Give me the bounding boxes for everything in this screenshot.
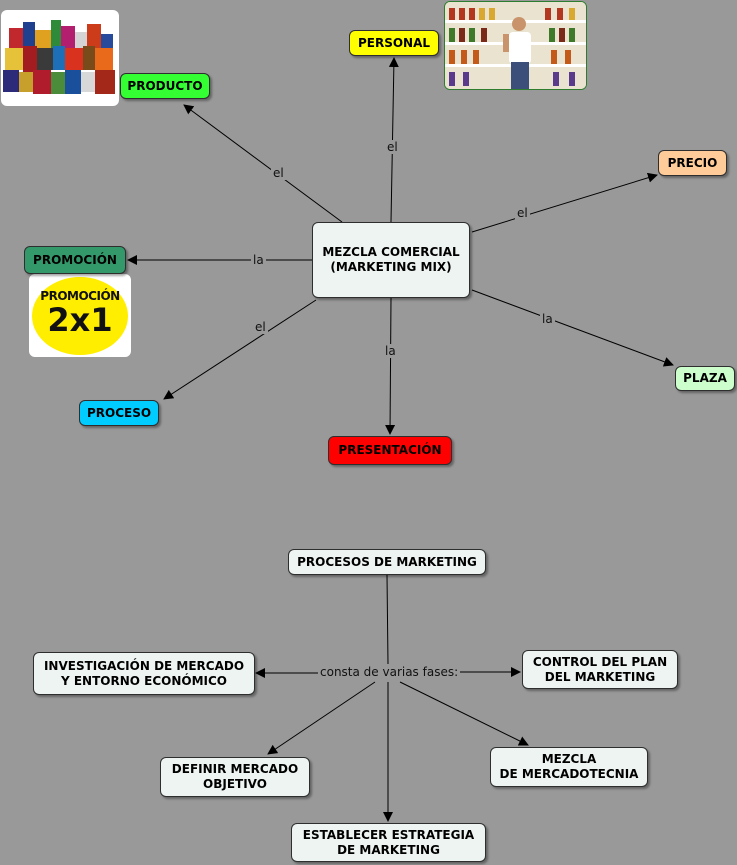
node-control-plan[interactable]: CONTROL DEL PLAN DEL MARKETING: [522, 650, 678, 689]
node-precio[interactable]: PRECIO: [658, 150, 727, 176]
promo-badge-line2: 2x1: [47, 301, 113, 339]
edge-plaza: [471, 289, 674, 367]
link-label-precio: el: [515, 206, 530, 220]
link-label-presentacion: la: [383, 344, 398, 358]
node-investigacion-mercado[interactable]: INVESTIGACIÓN DE MERCADO Y ENTORNO ECONÓ…: [33, 652, 255, 695]
node-establecer-estrategia[interactable]: ESTABLECER ESTRATEGIA DE MARKETING: [291, 823, 486, 862]
node-proceso[interactable]: PROCESO: [79, 400, 159, 426]
product-collage-image: [1, 10, 119, 106]
link-label-personal: el: [385, 140, 400, 154]
edge-definir: [267, 681, 376, 755]
node-mezcla-comercial[interactable]: MEZCLA COMERCIAL (MARKETING MIX): [312, 222, 470, 298]
link-label-procesos: consta de varias fases:: [318, 665, 461, 679]
supermarket-shelf-image: [444, 1, 587, 90]
link-label-producto: el: [271, 166, 286, 180]
node-producto[interactable]: PRODUCTO: [120, 73, 210, 99]
edge-mezcla: [399, 681, 529, 746]
node-personal[interactable]: PERSONAL: [349, 30, 439, 56]
edge-precio: [471, 172, 658, 233]
node-definir-mercado[interactable]: DEFINIR MERCADO OBJETIVO: [160, 757, 310, 797]
edge-proceso: [163, 299, 317, 400]
link-label-proceso: el: [253, 320, 268, 334]
promo-2x1-ellipse: [32, 277, 128, 355]
edge-procesos-root: [386, 574, 389, 665]
link-label-promocion: la: [251, 253, 266, 267]
promo-2x1-badge: PROMOCIÓN 2x1: [29, 274, 131, 357]
node-plaza[interactable]: PLAZA: [675, 366, 735, 391]
promo-badge-line1: PROMOCIÓN: [40, 289, 120, 303]
node-mezcla-mercadotecnia[interactable]: MEZCLA DE MERCADOTECNIA: [490, 747, 648, 787]
link-label-plaza: la: [540, 312, 555, 326]
edge-producto: [183, 104, 343, 223]
node-promocion[interactable]: PROMOCIÓN: [24, 246, 126, 274]
edge-presentacion: [385, 297, 396, 435]
node-presentacion[interactable]: PRESENTACIÓN: [328, 436, 452, 465]
node-procesos-marketing[interactable]: PROCESOS DE MARKETING: [288, 549, 486, 575]
